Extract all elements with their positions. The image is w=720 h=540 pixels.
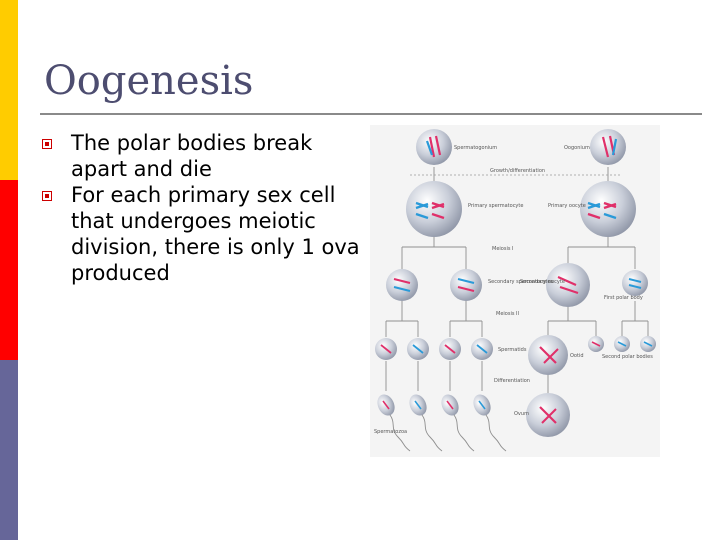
primary-spermatocyte-cell — [406, 181, 462, 237]
label-primary-spermatocyte: Primary spermatocyte — [468, 203, 523, 209]
ovum-cell — [526, 393, 570, 437]
label-second-polar-bodies: Second polar bodies — [602, 354, 653, 360]
label-differentiation: Differentiation — [494, 378, 530, 384]
title-divider — [40, 113, 702, 115]
connector-lines — [385, 167, 649, 393]
square-bullet-icon — [42, 139, 52, 149]
label-meiosis-2: Meiosis II — [496, 311, 519, 317]
bullet-list: The polar bodies break apart and die For… — [40, 130, 360, 286]
label-spermatozoa: Spermatozoa — [374, 429, 407, 435]
secondary-spermatocyte-cell — [386, 269, 418, 301]
square-bullet-icon — [42, 191, 52, 201]
ootid-cell — [528, 335, 568, 375]
spermatid-cells — [375, 338, 493, 360]
label-secondary-spermatocytes: Secondary spermatocytes — [488, 279, 554, 285]
spermatogonium-cell — [416, 129, 452, 165]
slide-title: Oogenesis — [44, 58, 254, 104]
side-bar-yellow — [0, 0, 18, 180]
label-secondary-oocyte: Secondary oocyte — [520, 279, 565, 285]
bullet-item: For each primary sex cell that undergoes… — [40, 182, 360, 286]
label-primary-oocyte: Primary oocyte — [548, 203, 586, 209]
side-bar-red — [0, 180, 18, 360]
second-polar-body-cells — [588, 336, 656, 352]
spermatozoa-cells — [377, 394, 507, 452]
first-polar-body-cell — [622, 270, 648, 296]
label-spermatogonium: Spermatogonium — [454, 145, 497, 151]
label-first-polar-body: First polar body — [604, 295, 643, 301]
primary-oocyte-cell — [580, 181, 636, 237]
oogonium-cell — [590, 129, 626, 165]
side-bar-slate — [0, 360, 18, 540]
gametogenesis-diagram: Spermatogonium Oogonium Growth/different… — [370, 125, 660, 457]
label-spermatids: Spermatids — [498, 347, 527, 353]
bullet-text: For each primary sex cell that undergoes… — [71, 183, 360, 285]
label-growth-differentiation: Growth/differentiation — [490, 168, 545, 174]
bullet-text: The polar bodies break apart and die — [71, 131, 313, 181]
bullet-item: The polar bodies break apart and die — [40, 130, 360, 182]
label-ovum: Ovum — [514, 411, 529, 417]
label-oogonium: Oogonium — [564, 145, 590, 151]
label-ootid: Ootid — [570, 353, 584, 359]
secondary-spermatocyte-cell — [450, 269, 482, 301]
label-meiosis-1: Meiosis I — [492, 246, 514, 252]
secondary-oocyte-cell — [546, 263, 590, 307]
